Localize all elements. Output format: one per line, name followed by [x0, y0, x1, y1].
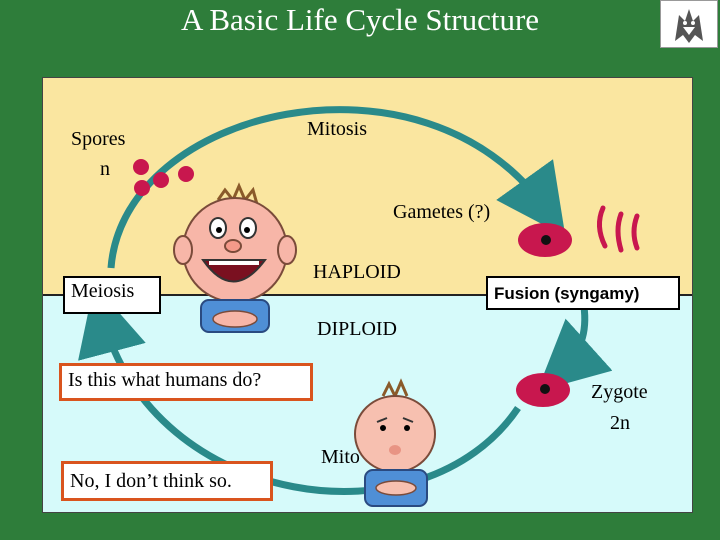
spores-cluster	[133, 159, 194, 196]
sad-boy-icon	[354, 378, 436, 507]
spores-label: Spores	[71, 128, 126, 150]
cycle-arrow-top	[107, 106, 566, 269]
life-cycle-panel: Spores n Mitosis Gametes (?) HAPLOID DIP…	[42, 77, 693, 513]
sperm-cells	[597, 205, 640, 253]
question-callout: Is this what humans do?	[59, 363, 313, 401]
answer-callout: No, I don’t think so.	[61, 461, 273, 501]
mitosis-bottom-label: Mito	[321, 446, 360, 468]
diploid-label: DIPLOID	[317, 318, 397, 340]
zygote-label: Zygote	[591, 381, 648, 403]
happy-boy-icon	[173, 182, 297, 333]
mitosis-top-label: Mitosis	[307, 118, 368, 140]
haploid-label: HAPLOID	[313, 261, 401, 283]
fusion-box: Fusion (syngamy)	[486, 276, 680, 310]
meiosis-box: Meiosis	[63, 276, 161, 314]
ploidy-divider	[43, 294, 692, 296]
zygote-ploidy-label: 2n	[610, 412, 630, 434]
cycle-arrow-right	[536, 299, 613, 392]
slide-title: A Basic Life Cycle Structure	[180, 2, 540, 37]
spores-ploidy-label: n	[100, 158, 110, 180]
egg-cell	[518, 223, 572, 257]
wolf-logo-icon	[660, 0, 718, 48]
zygote-cell	[516, 373, 570, 407]
gametes-label: Gametes (?)	[393, 201, 491, 223]
